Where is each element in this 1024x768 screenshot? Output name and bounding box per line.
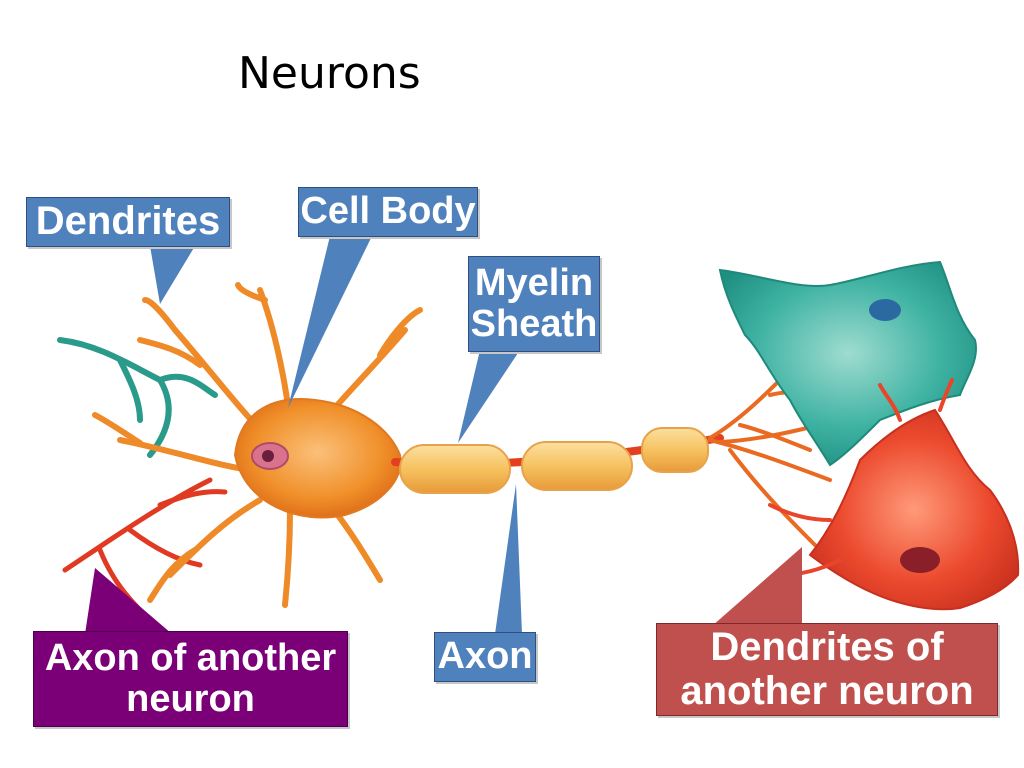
teal-neuron [718, 260, 977, 467]
dendrites-other-label-line2: another neuron [680, 668, 974, 713]
cell-body [233, 398, 402, 519]
teal-dendrite-branch [57, 337, 218, 458]
dendrites-other-label-line1: Dendrites of [710, 625, 944, 670]
myelin-sheath-label: Myelin Sheath [468, 256, 600, 352]
dendrites-other-pointer [712, 547, 802, 626]
axon-other-label-line2: neuron [126, 678, 255, 720]
axon-label-text: Axon [437, 635, 533, 678]
dendrites-of-another-neuron-label: Dendrites of another neuron [656, 623, 998, 716]
nucleolus [262, 450, 274, 462]
myelin-pointer [458, 350, 520, 443]
axon-other-pointer [85, 568, 172, 634]
myelin-sheath-segments [399, 427, 709, 494]
dendrites-label: Dendrites [26, 197, 230, 247]
callout-pointers [85, 236, 802, 634]
dendrites-label-text: Dendrites [35, 199, 221, 244]
teal-nucleus [869, 299, 901, 321]
cell-body-pointer [288, 236, 372, 408]
red-nucleus [900, 547, 940, 573]
myelin-sheath-label-line1: Myelin [474, 261, 594, 304]
red-neuron [808, 408, 1020, 611]
red-neuron-dendrites [768, 378, 954, 577]
axon-other-label-line1: Axon of another [44, 636, 337, 679]
slide-title: Neurons [238, 48, 421, 99]
myelin-sheath-label-line2: Sheath [470, 303, 598, 345]
axon-label: Axon [434, 632, 536, 682]
axon-of-another-neuron-label: Axon of another neuron [33, 631, 348, 727]
axon-pointer [495, 484, 522, 634]
dendrites-pointer [150, 246, 195, 304]
cell-body-label-text: Cell Body [300, 190, 476, 233]
cell-body-label: Cell Body [298, 187, 478, 237]
